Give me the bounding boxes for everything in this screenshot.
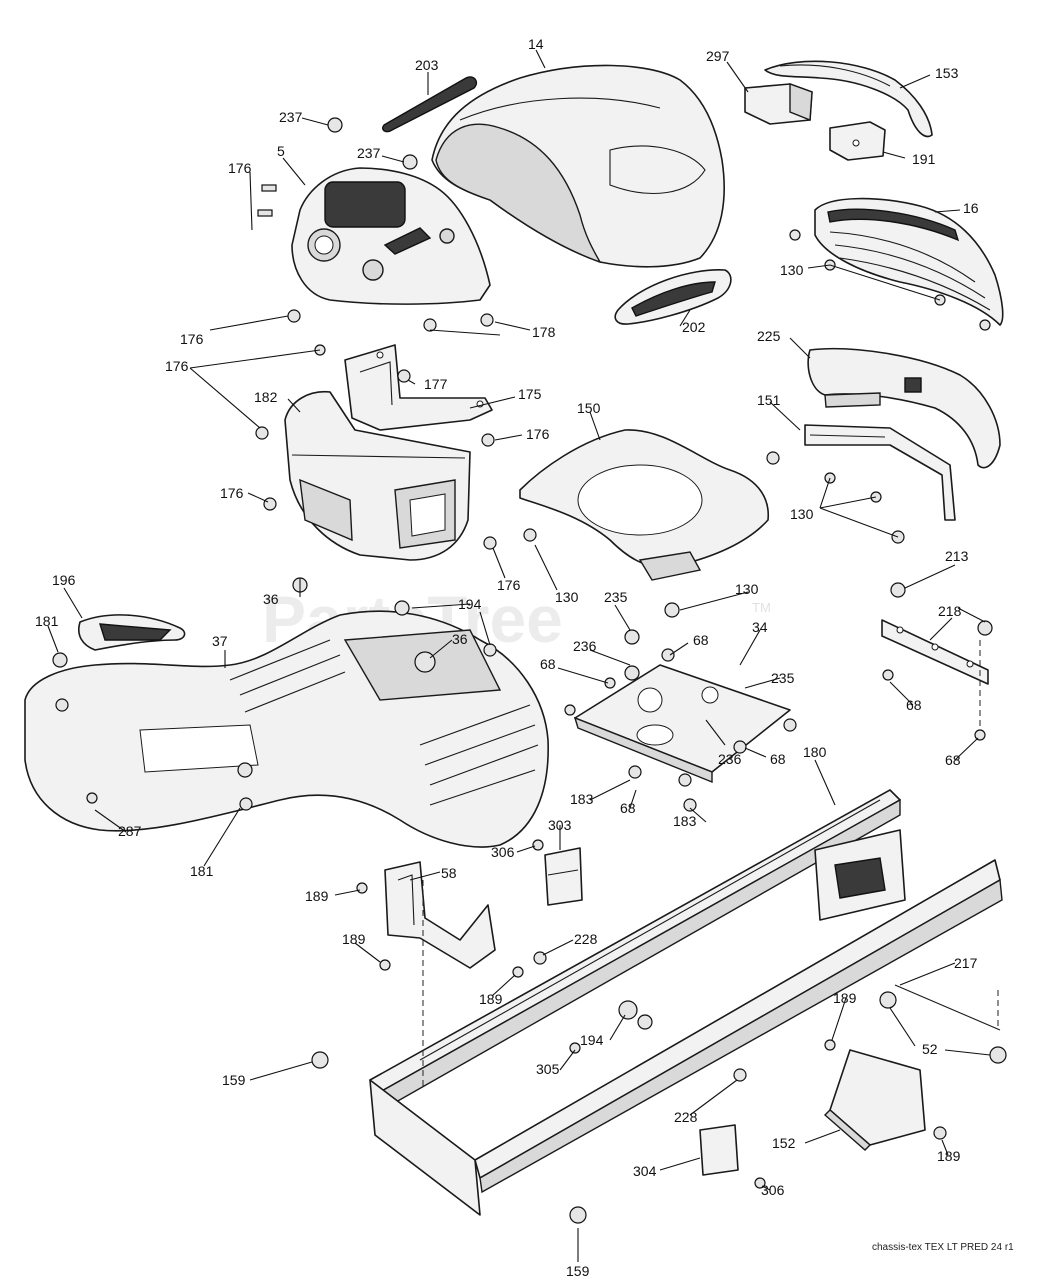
callout-68-f: 68: [945, 752, 961, 768]
callout-153: 153: [935, 65, 959, 81]
callout-235-a: 235: [604, 589, 628, 605]
alignment-lines: [422, 640, 999, 1090]
callout-36-b: 36: [452, 631, 468, 647]
callout-159-b: 159: [566, 1263, 590, 1279]
callout-236-a: 236: [573, 638, 597, 654]
callout-189-a: 189: [305, 888, 329, 904]
bumper-trim-153-part: [764, 60, 933, 138]
callout-237-top: 237: [279, 109, 303, 125]
callout-16: 16: [963, 200, 979, 216]
callout-194-a: 194: [458, 596, 482, 612]
callout-176-a: 176: [228, 160, 252, 176]
watermark-trademark: TM: [752, 600, 771, 615]
callout-68-a: 68: [693, 632, 709, 648]
lower-dash-182-part: [284, 391, 471, 561]
callout-177: 177: [424, 376, 448, 392]
callout-225: 225: [757, 328, 781, 344]
rod-217-part: [894, 984, 1007, 1064]
bracket-304-part: [699, 1124, 739, 1176]
callout-235-b: 235: [771, 670, 795, 686]
callout-151: 151: [757, 392, 781, 408]
callout-181-b: 181: [190, 863, 214, 879]
callout-297: 297: [706, 48, 730, 64]
foot-pan-slots: [229, 639, 539, 806]
callout-176-e: 176: [220, 485, 244, 501]
dash-panel-part: [291, 167, 491, 305]
callout-287: 287: [118, 823, 142, 839]
frame-180-part: [369, 789, 1003, 1216]
bracket-218-part: [881, 619, 989, 685]
badge-203-part: [382, 76, 478, 133]
callout-34: 34: [752, 619, 768, 635]
callout-189-d: 189: [833, 990, 857, 1006]
callout-194-b: 194: [580, 1032, 604, 1048]
front-bumper-225-part: [807, 347, 1001, 469]
callout-189-b: 189: [342, 931, 366, 947]
callout-52: 52: [922, 1041, 938, 1057]
callout-36-a: 36: [263, 591, 279, 607]
callout-14: 14: [528, 36, 544, 52]
callout-228-a: 228: [574, 931, 598, 947]
bracket-175-part: [344, 344, 493, 431]
callout-202: 202: [682, 319, 706, 335]
callout-176-c: 176: [165, 358, 189, 374]
callout-130-d: 130: [735, 581, 759, 597]
callout-176-b: 176: [180, 331, 204, 347]
callout-68-b: 68: [540, 656, 556, 672]
callout-305: 305: [536, 1061, 560, 1077]
callout-58: 58: [441, 865, 457, 881]
callout-labels: 14 203 297 153 191 237 237 176 5 16 130 …: [35, 36, 979, 1279]
callout-68-c: 68: [906, 697, 922, 713]
callout-196: 196: [52, 572, 76, 588]
callout-228-b: 228: [674, 1109, 698, 1125]
callout-175: 175: [518, 386, 542, 402]
callout-183-b: 183: [673, 813, 697, 829]
leader-lines: [47, 49, 991, 1262]
callout-176-d: 176: [526, 426, 550, 442]
callout-306-b: 306: [761, 1182, 785, 1198]
callout-130-b: 130: [790, 506, 814, 522]
callout-181-a: 181: [35, 613, 59, 629]
callout-236-b: 236: [718, 751, 742, 767]
callout-5: 5: [277, 143, 285, 159]
bumper-block-191-part: [829, 121, 886, 161]
bracket-303-part: [544, 847, 583, 906]
cover-196-part: [78, 614, 186, 651]
callout-203: 203: [415, 57, 439, 73]
hood-part: [431, 64, 725, 268]
callout-183-a: 183: [570, 791, 594, 807]
callout-130-c: 130: [555, 589, 579, 605]
handle-202-part: [614, 269, 732, 325]
callout-37: 37: [212, 633, 228, 649]
callout-189-e: 189: [937, 1148, 961, 1164]
callout-303: 303: [548, 817, 572, 833]
callout-191: 191: [912, 151, 936, 167]
callout-304: 304: [633, 1163, 657, 1179]
bracket-58-part: [384, 861, 496, 969]
callout-130-a: 130: [780, 262, 804, 278]
drawing-code: chassis-tex TEX LT PRED 24 r1: [872, 1242, 1014, 1253]
callout-150: 150: [577, 400, 601, 416]
callout-159-a: 159: [222, 1072, 246, 1088]
callout-189-c: 189: [479, 991, 503, 1007]
callout-306-a: 306: [491, 844, 515, 860]
callout-213: 213: [945, 548, 969, 564]
callout-178: 178: [532, 324, 556, 340]
bracket-151-part: [804, 424, 956, 521]
callout-218: 218: [938, 603, 962, 619]
callout-182: 182: [254, 389, 278, 405]
callout-217: 217: [954, 955, 978, 971]
bracket-152-part: [823, 1049, 926, 1151]
callout-152: 152: [772, 1135, 796, 1151]
callout-68-d: 68: [770, 751, 786, 767]
callout-68-e: 68: [620, 800, 636, 816]
callout-176-f: 176: [497, 577, 521, 593]
bumper-block-297-part: [744, 83, 813, 125]
callout-237-lower: 237: [357, 145, 381, 161]
deck-150-part: [519, 429, 770, 581]
grille-16-part: [814, 197, 1004, 326]
callout-180: 180: [803, 744, 827, 760]
